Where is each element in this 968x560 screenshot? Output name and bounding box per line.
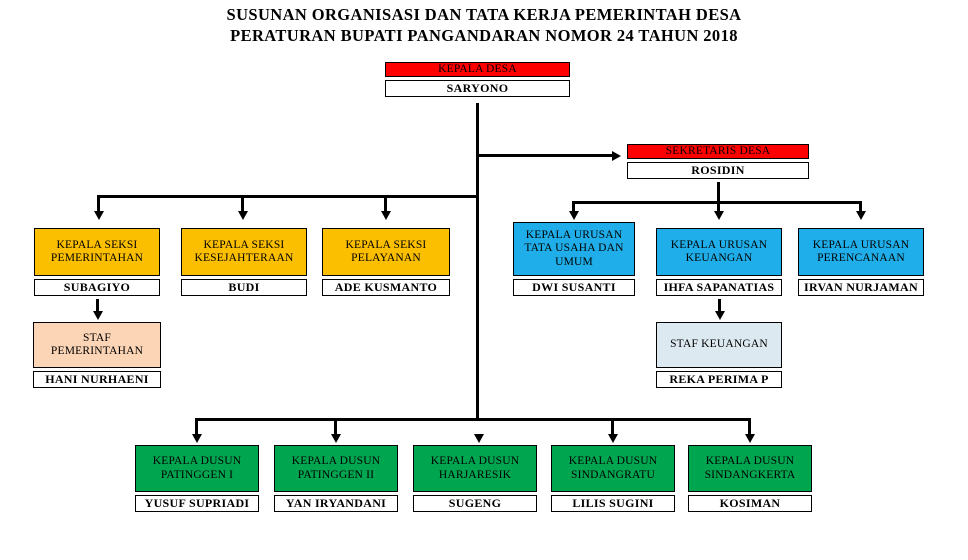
node-sekretaris-desa[interactable]: SEKRETARIS DESA ROSIDIN <box>627 144 809 179</box>
node-kepala-dusun-patinggen-i[interactable]: KEPALA DUSUN PATINGGEN I YUSUF SUPRIADI <box>135 445 259 512</box>
staf-keuangan-arrow-icon <box>714 311 725 320</box>
node-kepala-urusan-keuangan-title: KEPALA URUSAN KEUANGAN <box>656 228 782 276</box>
node-staf-pemerintahan-title: STAF PEMERINTAHAN <box>33 322 161 368</box>
urusan-arrow-3-icon <box>855 211 866 220</box>
seksi-drop-1 <box>97 195 100 213</box>
seksi-arrow-1-icon <box>93 211 104 220</box>
dusun-arrow-4-icon <box>607 434 618 443</box>
node-kepala-urusan-perencanaan[interactable]: KEPALA URUSAN PERENCANAAN IRVAN NURJAMAN <box>798 228 924 296</box>
node-staf-keuangan-title: STAF KEUANGAN <box>656 322 782 368</box>
chart-title: SUSUNAN ORGANISASI DAN TATA KERJA PEMERI… <box>0 4 968 46</box>
node-staf-pemerintahan-name: HANI NURHAENI <box>33 371 161 388</box>
dusun-arrow-3-icon <box>473 434 484 443</box>
seksi-drop-2 <box>241 195 244 213</box>
seksi-arrow-2-icon <box>237 211 248 220</box>
node-staf-keuangan-name: REKA PERIMA P <box>656 371 782 388</box>
connector-to-staf-pemerintahan <box>96 299 99 313</box>
dusun-drop-5 <box>748 418 751 436</box>
title-line-2: PERATURAN BUPATI PANGANDARAN NOMOR 24 TA… <box>230 26 738 45</box>
node-kepala-dusun-harjaresik-name: SUGENG <box>413 495 537 512</box>
dusun-arrow-1-icon <box>191 434 202 443</box>
node-kepala-seksi-pemerintahan-name: SUBAGIYO <box>34 279 160 296</box>
node-kepala-urusan-perencanaan-name: IRVAN NURJAMAN <box>798 279 924 296</box>
node-kepala-dusun-patinggen-i-title: KEPALA DUSUN PATINGGEN I <box>135 445 259 492</box>
urusan-drop-3 <box>859 201 862 213</box>
node-kepala-seksi-kesejahteraan[interactable]: KEPALA SEKSI KESEJAHTERAAN BUDI <box>181 228 307 296</box>
dusun-drop-2 <box>334 418 337 436</box>
node-kepala-dusun-sindangkerta-title: KEPALA DUSUN SINDANGKERTA <box>688 445 812 492</box>
node-kepala-dusun-patinggen-ii[interactable]: KEPALA DUSUN PATINGGEN II YAN IRYANDANI <box>274 445 398 512</box>
dusun-arrow-5-icon <box>744 434 755 443</box>
node-kepala-dusun-patinggen-ii-name: YAN IRYANDANI <box>274 495 398 512</box>
seksi-arrow-3-icon <box>380 211 391 220</box>
node-staf-pemerintahan[interactable]: STAF PEMERINTAHAN HANI NURHAENI <box>33 322 161 388</box>
node-kepala-dusun-sindangratu-name: LILIS SUGINI <box>551 495 675 512</box>
dusun-distribution-bar <box>195 418 751 421</box>
node-kepala-dusun-sindangkerta-name: KOSIMAN <box>688 495 812 512</box>
node-kepala-urusan-perencanaan-title: KEPALA URUSAN PERENCANAAN <box>798 228 924 276</box>
node-kepala-seksi-pelayanan-name: ADE KUSMANTO <box>322 279 450 296</box>
urusan-arrow-2-icon <box>713 211 724 220</box>
node-kepala-dusun-sindangkerta[interactable]: KEPALA DUSUN SINDANGKERTA KOSIMAN <box>688 445 812 512</box>
connector-to-sekretaris <box>476 154 614 157</box>
node-kepala-urusan-keuangan[interactable]: KEPALA URUSAN KEUANGAN IHFA SAPANATIAS <box>656 228 782 296</box>
node-kepala-seksi-pelayanan[interactable]: KEPALA SEKSI PELAYANAN ADE KUSMANTO <box>322 228 450 296</box>
node-kepala-dusun-sindangratu-title: KEPALA DUSUN SINDANGRATU <box>551 445 675 492</box>
dusun-arrow-2-icon <box>330 434 341 443</box>
node-kepala-dusun-sindangratu[interactable]: KEPALA DUSUN SINDANGRATU LILIS SUGINI <box>551 445 675 512</box>
node-kepala-dusun-harjaresik[interactable]: KEPALA DUSUN HARJARESIK SUGENG <box>413 445 537 512</box>
trunk-main-vertical <box>476 103 479 419</box>
node-kepala-seksi-pemerintahan-title: KEPALA SEKSI PEMERINTAHAN <box>34 228 160 276</box>
node-kepala-seksi-kesejahteraan-name: BUDI <box>181 279 307 296</box>
node-kepala-urusan-tata-usaha-dan-umum-name: DWI SUSANTI <box>513 279 635 296</box>
seksi-distribution-bar <box>97 195 479 198</box>
dusun-drop-1 <box>195 418 198 436</box>
urusan-drop-2 <box>717 201 720 213</box>
staf-pemerintahan-arrow-icon <box>92 311 103 320</box>
urusan-drop-1 <box>572 201 575 213</box>
node-kepala-dusun-patinggen-i-name: YUSUF SUPRIADI <box>135 495 259 512</box>
node-sekretaris-desa-title: SEKRETARIS DESA <box>627 144 809 159</box>
title-line-1: SUSUNAN ORGANISASI DAN TATA KERJA PEMERI… <box>226 5 742 24</box>
urusan-arrow-1-icon <box>568 211 579 220</box>
connector-to-staf-keuangan <box>718 299 721 313</box>
node-kepala-desa-name: SARYONO <box>385 80 570 97</box>
sekretaris-trunk-vertical <box>717 182 720 203</box>
node-kepala-urusan-keuangan-name: IHFA SAPANATIAS <box>656 279 782 296</box>
node-staf-keuangan[interactable]: STAF KEUANGAN REKA PERIMA P <box>656 322 782 388</box>
node-kepala-urusan-tata-usaha-dan-umum[interactable]: KEPALA URUSAN TATA USAHA DAN UMUM DWI SU… <box>513 222 635 296</box>
node-kepala-seksi-pelayanan-title: KEPALA SEKSI PELAYANAN <box>322 228 450 276</box>
dusun-drop-4 <box>611 418 614 436</box>
node-kepala-desa[interactable]: KEPALA DESA SARYONO <box>385 62 570 97</box>
arrow-to-sekretaris-icon <box>612 150 621 161</box>
node-kepala-dusun-patinggen-ii-title: KEPALA DUSUN PATINGGEN II <box>274 445 398 492</box>
node-sekretaris-desa-name: ROSIDIN <box>627 162 809 179</box>
node-kepala-desa-title: KEPALA DESA <box>385 62 570 77</box>
node-kepala-dusun-harjaresik-title: KEPALA DUSUN HARJARESIK <box>413 445 537 492</box>
node-kepala-seksi-kesejahteraan-title: KEPALA SEKSI KESEJAHTERAAN <box>181 228 307 276</box>
node-kepala-urusan-tata-usaha-dan-umum-title: KEPALA URUSAN TATA USAHA DAN UMUM <box>513 222 635 276</box>
seksi-drop-3 <box>384 195 387 213</box>
node-kepala-seksi-pemerintahan[interactable]: KEPALA SEKSI PEMERINTAHAN SUBAGIYO <box>34 228 160 296</box>
